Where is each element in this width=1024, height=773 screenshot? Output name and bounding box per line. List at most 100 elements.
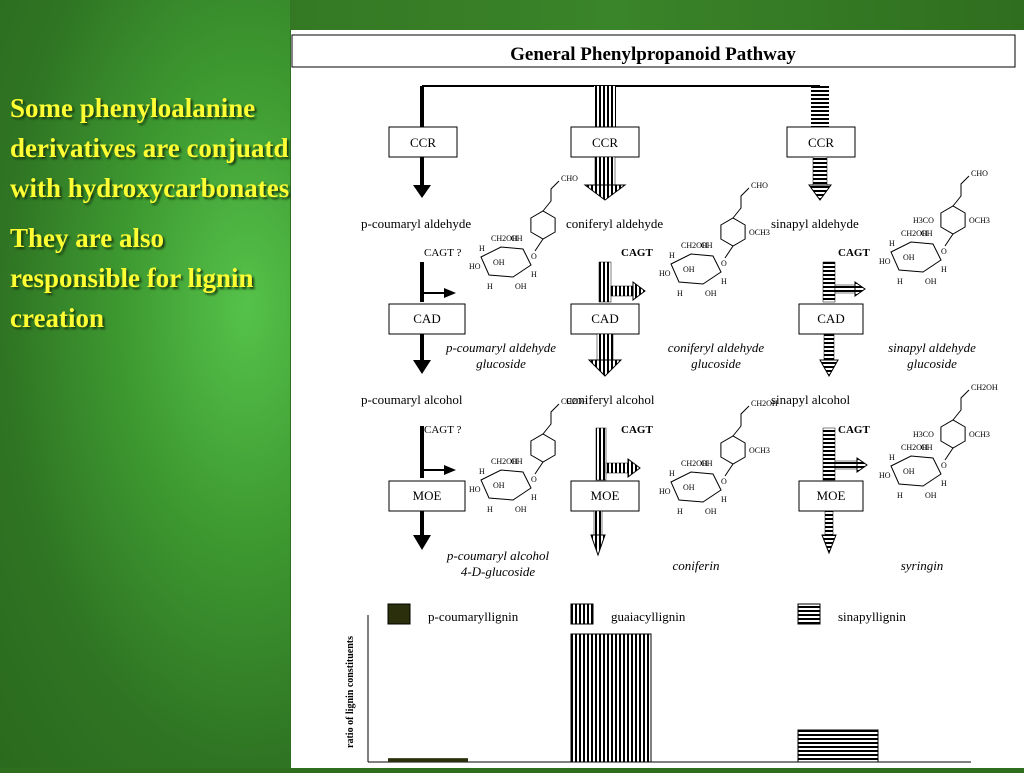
svg-text:OCH3: OCH3 [749,446,770,455]
ccr-label-2: CCR [592,135,618,150]
arrows-after-ccr [413,156,832,201]
svg-text:H: H [721,277,727,286]
svg-text:OH: OH [925,491,937,500]
svg-text:OH: OH [515,505,527,514]
svg-text:OH: OH [705,289,717,298]
bullet-2: They are also responsible for lignin cre… [10,223,254,333]
svg-text:H: H [897,277,903,286]
svg-text:CH2OH: CH2OH [561,397,588,406]
legend-label: sinapyllignin [838,609,906,624]
alcohol-glucoside-2: coniferin [673,558,720,573]
branch-lines [420,85,829,130]
alcohol-glucoside-1b: 4-D-glucoside [461,564,536,579]
svg-text:OH: OH [493,481,505,490]
svg-text:OH: OH [921,229,933,238]
svg-text:HO: HO [879,471,891,480]
svg-text:OH: OH [511,234,523,243]
svg-text:H: H [531,493,537,502]
svg-text:CH2OH: CH2OH [681,459,708,468]
aldehyde-3: sinapyl aldehyde [771,216,859,231]
svg-text:OH: OH [515,282,527,291]
svg-text:CHO: CHO [751,181,768,190]
svg-text:CH2OH: CH2OH [901,229,928,238]
arrows-after-moe [413,510,837,557]
svg-text:HO: HO [469,262,481,271]
svg-text:OCH3: OCH3 [969,216,990,225]
svg-text:OH: OH [683,265,695,274]
svg-text:CH2OH: CH2OH [491,234,518,243]
pathway-figure: General Phenylpropanoid Pathway CCR CCR … [291,30,1024,768]
aldehyde-glucoside-2b: glucoside [691,356,741,371]
moe-row: MOE MOE MOE [388,480,864,512]
cad-row: CAD CAD CAD [388,303,864,335]
svg-text:H3CO: H3CO [913,430,934,439]
svg-text:OCH3: OCH3 [969,430,990,439]
svg-text:CH2OH: CH2OH [971,383,998,392]
aldehyde-glucoside-1a: p-coumaryl aldehyde [445,340,556,355]
cad-label-3: CAD [817,311,844,326]
legend-label: guaiacyllignin [611,609,686,624]
svg-text:HO: HO [469,485,481,494]
aldehyde-glucoside-3b: glucoside [907,356,957,371]
svg-text:OH: OH [701,241,713,250]
bar [797,729,879,763]
svg-text:H: H [677,507,683,516]
svg-text:H: H [669,469,675,478]
svg-text:H: H [669,251,675,260]
svg-text:H: H [479,467,485,476]
legend-swatch [797,603,821,625]
svg-text:OH: OH [705,507,717,516]
svg-text:O: O [721,259,727,268]
svg-text:H: H [889,453,895,462]
pathway-diagram: General Phenylpropanoid Pathway CCR CCR … [291,34,1016,763]
svg-text:H: H [721,495,727,504]
cagt-2: CAGT [621,247,653,259]
cagt-3b: CAGT [838,424,870,436]
svg-text:OH: OH [925,277,937,286]
svg-text:O: O [941,461,947,470]
legend-label: p-coumaryllignin [428,609,519,624]
svg-text:CH2OH: CH2OH [681,241,708,250]
alcohol-glucoside-3: syringin [901,558,944,573]
alcohol-1: p-coumaryl alcohol [361,392,463,407]
bullet-1: Some phenyloalanine derivatives are conj… [10,93,290,203]
cagt-3: CAGT [838,247,870,259]
svg-text:H: H [487,505,493,514]
svg-text:HO: HO [659,269,671,278]
alcohol-2: coniferyl alcohol [566,392,655,407]
ccr-label-1: CCR [410,135,436,150]
slide-bullets: Some phenyloalanine derivatives are conj… [10,88,292,348]
cad-label-2: CAD [591,311,618,326]
svg-text:OH: OH [683,483,695,492]
y-axis-label: ratio of lignin constituents [345,636,356,748]
aldehyde-1: p-coumaryl aldehyde [361,216,471,231]
lignin-chart: p-coumaryllignin guaiacyllignin sinapyllig… [345,603,971,763]
svg-text:H: H [479,244,485,253]
svg-text:H: H [487,282,493,291]
svg-text:CH2OH: CH2OH [491,457,518,466]
arrows-after-cad [413,333,839,378]
svg-text:OH: OH [511,457,523,466]
svg-text:H: H [941,479,947,488]
svg-text:HO: HO [659,487,671,496]
cagt-q-1b: CAGT ? [424,424,461,436]
svg-text:O: O [531,475,537,484]
svg-text:OCH3: OCH3 [749,228,770,237]
svg-text:H: H [677,289,683,298]
legend-swatch [570,603,594,625]
chart-bars [388,633,879,763]
row3-arrows [420,426,868,481]
cad-label-1: CAD [413,311,440,326]
chart-legend: p-coumaryllignin guaiacyllignin sinapyllig… [387,603,906,625]
bar [388,758,468,762]
aldehyde-2: coniferyl aldehyde [566,216,663,231]
svg-text:HO: HO [879,257,891,266]
ccr-label-3: CCR [808,135,834,150]
svg-text:OH: OH [921,443,933,452]
svg-text:H: H [531,270,537,279]
aldehyde-glucoside-3a: sinapyl aldehyde [888,340,976,355]
moe-label-1: MOE [413,488,442,503]
